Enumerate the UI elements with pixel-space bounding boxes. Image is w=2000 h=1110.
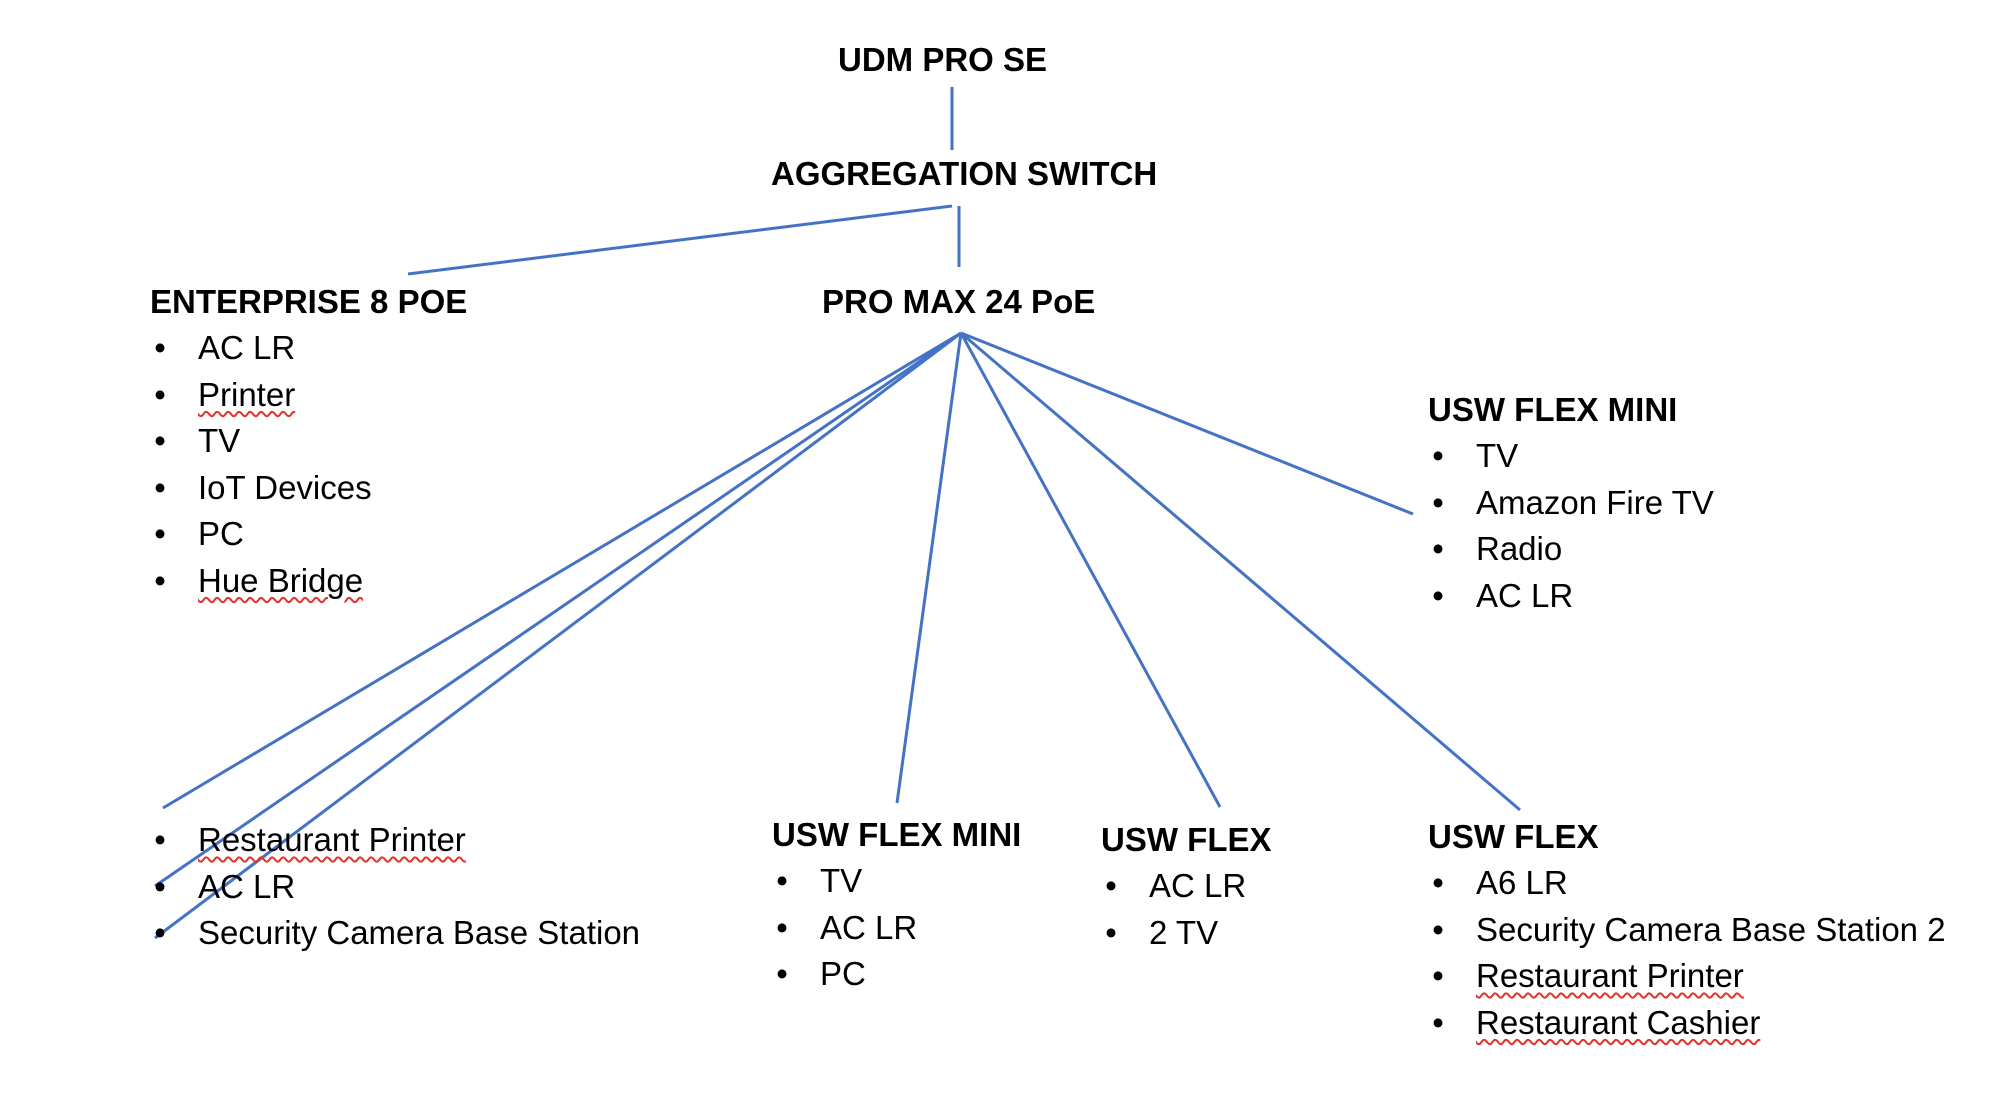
- bullet-icon: •: [154, 375, 166, 413]
- unlabeled-device-list: • Restaurant Printer • AC LR • Security Cam…: [150, 817, 640, 957]
- device-label: Security Camera Base Station: [198, 914, 641, 951]
- list-item: • AC LR: [1428, 573, 1714, 620]
- list-item: • TV: [1428, 433, 1714, 480]
- pro-max-title-text: PRO MAX 24 PoE: [822, 283, 1096, 320]
- connector-promax-flexmini-bottom: [895, 332, 963, 804]
- list-item: • AC LR: [150, 864, 640, 911]
- list-item: • Restaurant Printer: [150, 817, 640, 864]
- connector-promax-flex-right: [960, 331, 1521, 812]
- flex-middle-device-list: • AC LR • 2 TV: [1101, 863, 1246, 956]
- list-item: • Hue Bridge: [150, 558, 372, 605]
- list-item: • Restaurant Cashier: [1428, 1000, 1946, 1047]
- list-item: • PC: [772, 951, 917, 998]
- device-label: Restaurant Cashier: [1476, 1003, 1761, 1041]
- device-label: AC LR: [1149, 867, 1247, 904]
- device-label: Security Camera Base Station 2: [1476, 910, 1946, 948]
- list-item: • AC LR: [150, 325, 372, 372]
- list-item: • IoT Devices: [150, 465, 372, 512]
- bullet-icon: •: [154, 329, 166, 366]
- list-item: • AC LR: [1101, 863, 1246, 910]
- device-label: TV: [820, 862, 863, 899]
- device-label: IoT Devices: [198, 468, 372, 506]
- bullet-icon: •: [776, 908, 788, 946]
- flex-mini-bottom-device-list: • TV • AC LR • PC: [772, 858, 917, 998]
- device-label: AC LR: [1476, 576, 1574, 614]
- bullet-icon: •: [154, 515, 166, 552]
- bullet-icon: •: [154, 821, 166, 858]
- list-item: • Security Camera Base Station 2: [1428, 907, 1946, 954]
- bullet-icon: •: [1432, 1003, 1444, 1041]
- device-label: AC LR: [198, 329, 296, 366]
- device-label: Printer: [198, 375, 296, 413]
- bullet-icon: •: [1432, 483, 1444, 521]
- enterprise-8-poe-title: ENTERPRISE 8 POE: [150, 283, 468, 320]
- bullet-icon: •: [1432, 530, 1444, 567]
- list-item: • A6 LR: [1428, 860, 1946, 907]
- list-item: • Printer: [150, 372, 372, 419]
- connector-promax-flex-middle: [959, 332, 1222, 808]
- device-label: Hue Bridge: [198, 561, 364, 599]
- udm-pro-se-title: UDM PRO SE: [838, 41, 1048, 78]
- usw-flex-mini-bottom-title: USW FLEX MINI: [772, 816, 1022, 853]
- list-item: • Restaurant Printer: [1428, 953, 1946, 1000]
- enterprise-device-list: • AC LR • Printer • TV • IoT Devices • PC • Hu…: [150, 325, 372, 605]
- device-label: PC: [820, 955, 866, 992]
- device-label: PC: [198, 515, 244, 552]
- device-label: AC LR: [198, 867, 296, 905]
- connector-promax-ac-lr: [154, 331, 962, 888]
- bullet-icon: •: [776, 955, 788, 992]
- list-item: • TV: [150, 418, 372, 465]
- bullet-icon: •: [154, 867, 166, 905]
- bullet-icon: •: [1432, 437, 1444, 474]
- list-item: • PC: [150, 511, 372, 558]
- bullet-icon: •: [154, 914, 166, 951]
- device-label: Amazon Fire TV: [1476, 483, 1714, 521]
- list-item: • AC LR: [772, 905, 917, 952]
- list-item: • Radio: [1428, 526, 1714, 573]
- bullet-icon: •: [776, 862, 788, 899]
- device-label: Radio: [1476, 530, 1563, 567]
- bullet-icon: •: [1432, 957, 1444, 994]
- device-label: 2 TV: [1149, 913, 1219, 951]
- flex-right-device-list: • A6 LR • Security Camera Base Station 2 •…: [1428, 860, 1946, 1047]
- connector-promax-restaurant-printer: [162, 331, 962, 810]
- list-item: • 2 TV: [1101, 910, 1246, 957]
- aggregation-switch-title: AGGREGATION SWITCH: [771, 155, 1158, 192]
- device-label: TV: [198, 422, 241, 459]
- list-item: • Amazon Fire TV: [1428, 480, 1714, 527]
- flex-mini-right-device-list: • TV • Amazon Fire TV • Radio • AC LR: [1428, 433, 1714, 619]
- usw-flex-mini-right-title: USW FLEX MINI: [1428, 391, 1678, 428]
- usw-flex-right-title: USW FLEX: [1428, 818, 1599, 855]
- bullet-icon: •: [1105, 867, 1117, 904]
- bullet-icon: •: [1432, 864, 1444, 901]
- bullet-icon: •: [154, 561, 166, 599]
- list-item: • TV: [772, 858, 917, 905]
- list-item: • Security Camera Base Station: [150, 910, 640, 957]
- device-label: AC LR: [820, 908, 918, 946]
- usw-flex-middle-title: USW FLEX: [1101, 821, 1272, 858]
- connector-aggregation-enterprise: [407, 204, 953, 276]
- bullet-icon: •: [1432, 910, 1444, 948]
- pro-max-24-poe-title: PRO MAX 24 PoE: [822, 282, 1095, 322]
- device-label: A6 LR: [1476, 864, 1568, 901]
- device-label: Restaurant Printer: [1476, 957, 1744, 994]
- device-label: TV: [1476, 437, 1519, 474]
- bullet-icon: •: [154, 468, 166, 506]
- device-label: Restaurant Printer: [198, 821, 466, 858]
- connector-promax-flexmini-right: [960, 331, 1414, 516]
- connector-promax-camera-base: [154, 331, 962, 940]
- bullet-icon: •: [154, 422, 166, 459]
- bullet-icon: •: [1105, 913, 1117, 951]
- bullet-icon: •: [1432, 576, 1444, 614]
